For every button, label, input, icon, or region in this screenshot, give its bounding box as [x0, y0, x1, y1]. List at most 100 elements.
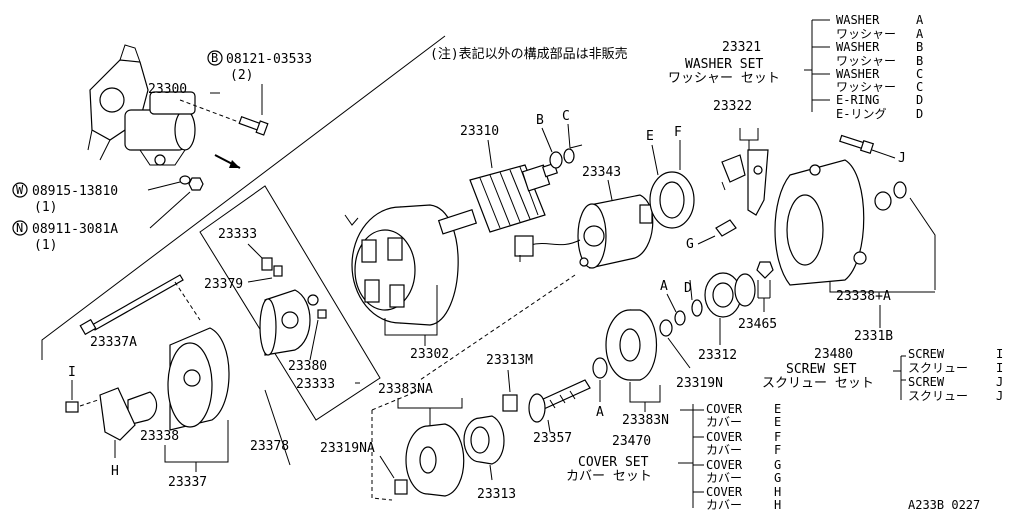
- cover-set-list: COVER E カバー E COVER F カバー F COVER G カバー …: [693, 402, 781, 512]
- part-23313m-label: 23313M: [486, 353, 533, 368]
- cover-set-title-jp: カバー セット: [566, 469, 652, 484]
- washer-set-title: WASHER SET: [685, 57, 763, 72]
- callout-n-circle-letter: N: [16, 221, 23, 235]
- part-23465-label: 23465: [738, 317, 777, 332]
- screw-set-title-jp: スクリュー セット: [762, 376, 874, 391]
- lever-drawing: [721, 149, 769, 216]
- part-23302-label: 23302: [410, 347, 449, 362]
- washer-small-drawing: [893, 181, 907, 199]
- cover-set-item-letter: F: [774, 443, 781, 457]
- screw-j-drawing: [839, 134, 875, 155]
- washer-set-item-letter: B: [916, 40, 923, 54]
- callout-b-circle-letter: B: [211, 51, 218, 65]
- direction-arrow-icon: [229, 160, 240, 168]
- callout-a2-label: A: [596, 405, 604, 420]
- washer-set-item: E-RING: [836, 93, 879, 107]
- plate-h-drawing: [99, 387, 136, 441]
- callout-w-circle-letter: W: [16, 183, 24, 197]
- cover-set-title: COVER SET: [578, 455, 649, 470]
- washer-set-title-jp: ワッシャー セット: [668, 71, 780, 86]
- cover-set-item: カバー: [706, 498, 742, 512]
- part-2331b-label: 2331B: [854, 329, 893, 344]
- washer-a1-drawing: [674, 310, 686, 326]
- screw-set-title: SCREW SET: [786, 362, 857, 377]
- front-housing-drawing: [405, 423, 465, 497]
- part-23313-label: 23313: [477, 487, 516, 502]
- washer-set-item-letter: C: [916, 67, 923, 81]
- washer-w-drawing: [179, 175, 191, 185]
- screw-set-item: スクリュー: [908, 389, 968, 403]
- cover-set-item-letter: H: [774, 485, 781, 499]
- screw-i-drawing: [65, 401, 79, 413]
- part-23300-label: 23300: [148, 82, 187, 97]
- part-08121-label: 08121-03533: [226, 52, 312, 67]
- cover-set-item-letter: E: [774, 415, 781, 429]
- armature-drawing: [437, 162, 559, 235]
- brush-holder-drawing: [259, 289, 311, 356]
- washer-set-item-letter: D: [916, 93, 923, 107]
- part-23379-label: 23379: [204, 277, 243, 292]
- washer-set-item-letter: A: [916, 27, 924, 41]
- cover-set-item-letter: F: [774, 430, 781, 444]
- brush-a-drawing: [261, 257, 273, 271]
- bushing-na-drawing: [394, 479, 408, 495]
- part-23319na-label: 23319NA: [320, 441, 375, 456]
- washer-set-item-letter: A: [916, 13, 924, 27]
- part-23357-label: 23357: [533, 431, 572, 446]
- washer-set-item: WASHER: [836, 67, 880, 81]
- part-23312-label: 23312: [698, 348, 737, 363]
- e-ring-d-drawing: [691, 299, 703, 317]
- cover-set-item-letter: E: [774, 402, 781, 416]
- cover-g-drawing: [715, 219, 737, 237]
- reduction-gear-drawing: [605, 309, 657, 381]
- part-23337-label: 23337: [168, 475, 207, 490]
- callout-d-label: D: [684, 281, 692, 296]
- spring-b-drawing: [307, 294, 319, 306]
- washer-set-list: WASHER A ワッシャー A WASHER B ワッシャー B WASHER…: [812, 13, 924, 121]
- part-23322-label: 23322: [713, 99, 752, 114]
- screw-set-item-letter: J: [996, 389, 1003, 403]
- solenoid-drawing: [514, 194, 654, 269]
- part-08915-qty: (1): [34, 200, 57, 215]
- part-08121-qty: (2): [230, 68, 253, 83]
- washer-set-item: WASHER: [836, 13, 880, 27]
- part-23480-label: 23480: [814, 347, 853, 362]
- washer-set-item-letter: B: [916, 54, 923, 68]
- frame-diagonal-line: [41, 35, 446, 360]
- callout-b-circle: [207, 50, 223, 66]
- brush-holder-frame: [199, 185, 381, 421]
- part-23319n-label: 23319N: [676, 376, 723, 391]
- part-23333b-label: 23333: [296, 377, 335, 392]
- washer-set-item-letter: D: [916, 107, 923, 121]
- part-23383na-label: 23383NA: [378, 382, 433, 397]
- yoke-drawing: [344, 204, 459, 326]
- bolt-b-drawing: [238, 115, 269, 136]
- screw-set-item: SCREW: [908, 347, 945, 361]
- cover-set-item: COVER: [706, 485, 743, 499]
- callout-g-label: G: [686, 237, 694, 252]
- note-text: (注)表記以外の構成部品は非販売: [430, 46, 628, 62]
- washer-small2-drawing: [659, 319, 673, 337]
- part-08911-label: 08911-3081A: [32, 222, 118, 237]
- cover-set-item: COVER: [706, 458, 743, 472]
- starter-assembly-drawing: [87, 44, 196, 166]
- screw-set-item: スクリュー: [908, 361, 968, 375]
- cover-set-item-letter: H: [774, 498, 781, 512]
- washer-set-item: E-リング: [836, 107, 886, 121]
- part-23337a-label: 23337A: [90, 335, 137, 350]
- shaft-drawing: [528, 379, 591, 423]
- spring-a-drawing: [273, 265, 283, 277]
- part-23380-label: 23380: [288, 359, 327, 374]
- washer-a2-drawing: [592, 357, 608, 379]
- callout-i-label: I: [68, 365, 76, 380]
- washer-set-item: WASHER: [836, 40, 880, 54]
- screw-set-list: SCREW I スクリュー I SCREW J スクリュー J: [901, 347, 1003, 403]
- through-bolt-drawing: [79, 274, 184, 336]
- screw-set-item-letter: I: [996, 347, 1003, 361]
- bushing-drawing: [874, 191, 892, 211]
- cover-set-item: COVER: [706, 430, 743, 444]
- nut-n-drawing: [188, 177, 204, 191]
- callout-h-label: H: [111, 464, 119, 479]
- brush-b-drawing: [317, 309, 327, 319]
